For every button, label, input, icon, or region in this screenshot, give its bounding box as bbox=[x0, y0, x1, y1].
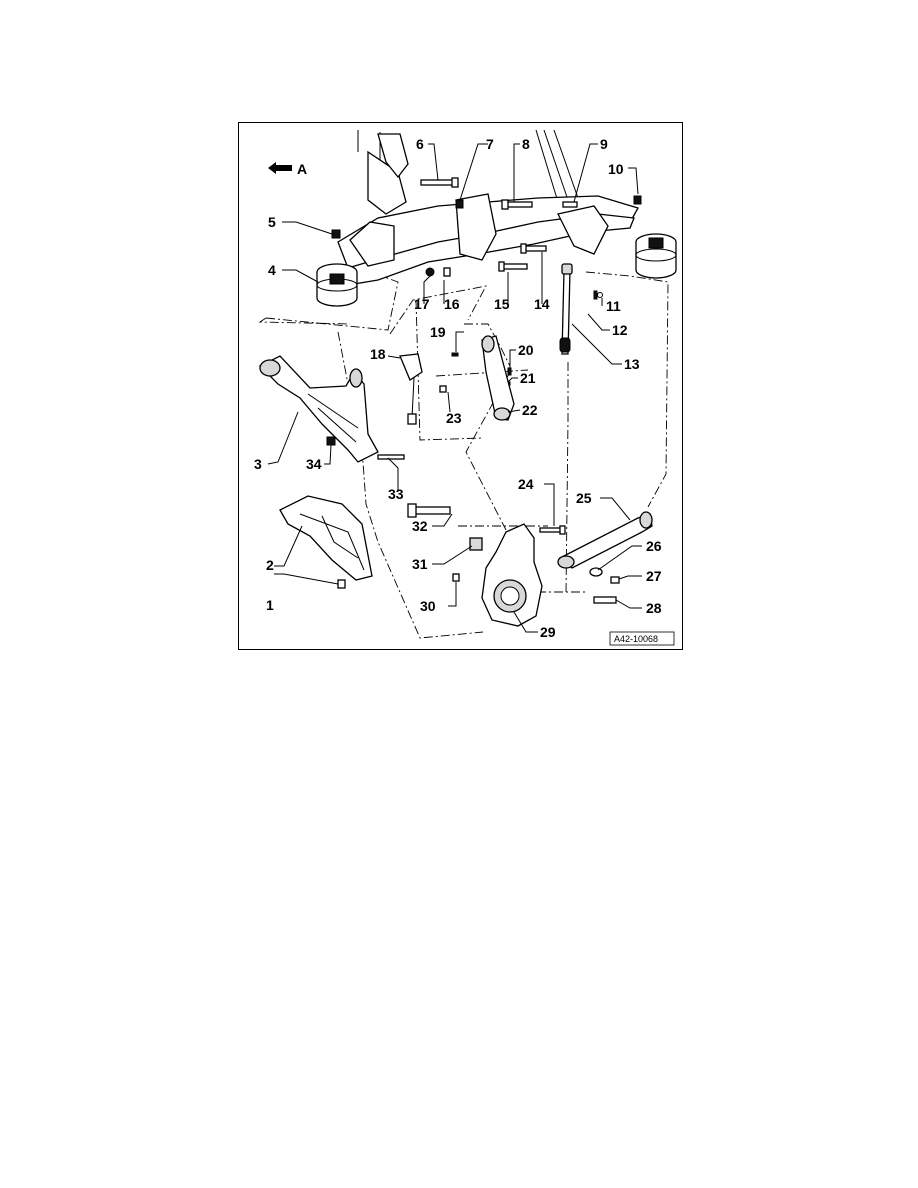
callout-34: 34 bbox=[306, 456, 322, 472]
reference-code-box bbox=[609, 631, 675, 646]
hardware bbox=[326, 177, 642, 604]
callout-29: 29 bbox=[540, 624, 556, 640]
links bbox=[399, 263, 573, 425]
callout-22: 22 bbox=[522, 402, 538, 418]
callout-19: 19 bbox=[430, 324, 446, 340]
callout-9: 9 bbox=[600, 136, 608, 152]
callout-20: 20 bbox=[518, 342, 534, 358]
callout-13: 13 bbox=[624, 356, 640, 372]
cover-plate bbox=[279, 495, 373, 581]
reference-code: A42-10068 bbox=[614, 634, 658, 644]
callout-10: 10 bbox=[608, 161, 624, 177]
assembly-lines bbox=[258, 257, 669, 639]
callout-12: 12 bbox=[612, 322, 628, 338]
direction-arrow-icon bbox=[268, 162, 292, 174]
callout-33: 33 bbox=[388, 486, 404, 502]
rear-subframe bbox=[316, 129, 677, 307]
callout-2: 2 bbox=[266, 557, 274, 573]
exploded-view-diagram: A bbox=[238, 122, 683, 650]
leader-lines bbox=[267, 143, 642, 633]
callout-7: 7 bbox=[486, 136, 494, 152]
callout-14: 14 bbox=[534, 296, 550, 312]
direction-label: A bbox=[297, 161, 307, 177]
callout-1: 1 bbox=[266, 597, 274, 613]
lower-link bbox=[557, 511, 653, 569]
callout-25: 25 bbox=[576, 490, 592, 506]
subframe-bushing-left bbox=[316, 263, 358, 307]
callout-24: 24 bbox=[518, 476, 534, 492]
callout-4: 4 bbox=[268, 262, 276, 278]
callout-11: 11 bbox=[606, 298, 621, 314]
callout-15: 15 bbox=[494, 296, 510, 312]
callout-8: 8 bbox=[522, 136, 530, 152]
callout-26: 26 bbox=[646, 538, 662, 554]
callout-5: 5 bbox=[268, 214, 276, 230]
callout-32: 32 bbox=[412, 518, 428, 534]
callout-17: 17 bbox=[414, 296, 430, 312]
callout-23: 23 bbox=[446, 410, 462, 426]
callout-27: 27 bbox=[646, 568, 662, 584]
callout-31: 31 bbox=[412, 556, 428, 572]
callout-28: 28 bbox=[646, 600, 662, 616]
transverse-link bbox=[258, 355, 379, 463]
callout-21: 21 bbox=[520, 370, 536, 386]
diagram-canvas: A bbox=[238, 122, 683, 650]
callout-16: 16 bbox=[444, 296, 460, 312]
callout-labels: 6 7 8 9 10 5 4 17 16 15 14 11 12 13 19 1… bbox=[254, 136, 662, 640]
subframe-bushing-right bbox=[635, 233, 677, 279]
wheel-bearing-housing bbox=[469, 523, 543, 627]
callout-3: 3 bbox=[254, 456, 262, 472]
callout-30: 30 bbox=[420, 598, 436, 614]
callout-6: 6 bbox=[416, 136, 424, 152]
callout-18: 18 bbox=[370, 346, 386, 362]
